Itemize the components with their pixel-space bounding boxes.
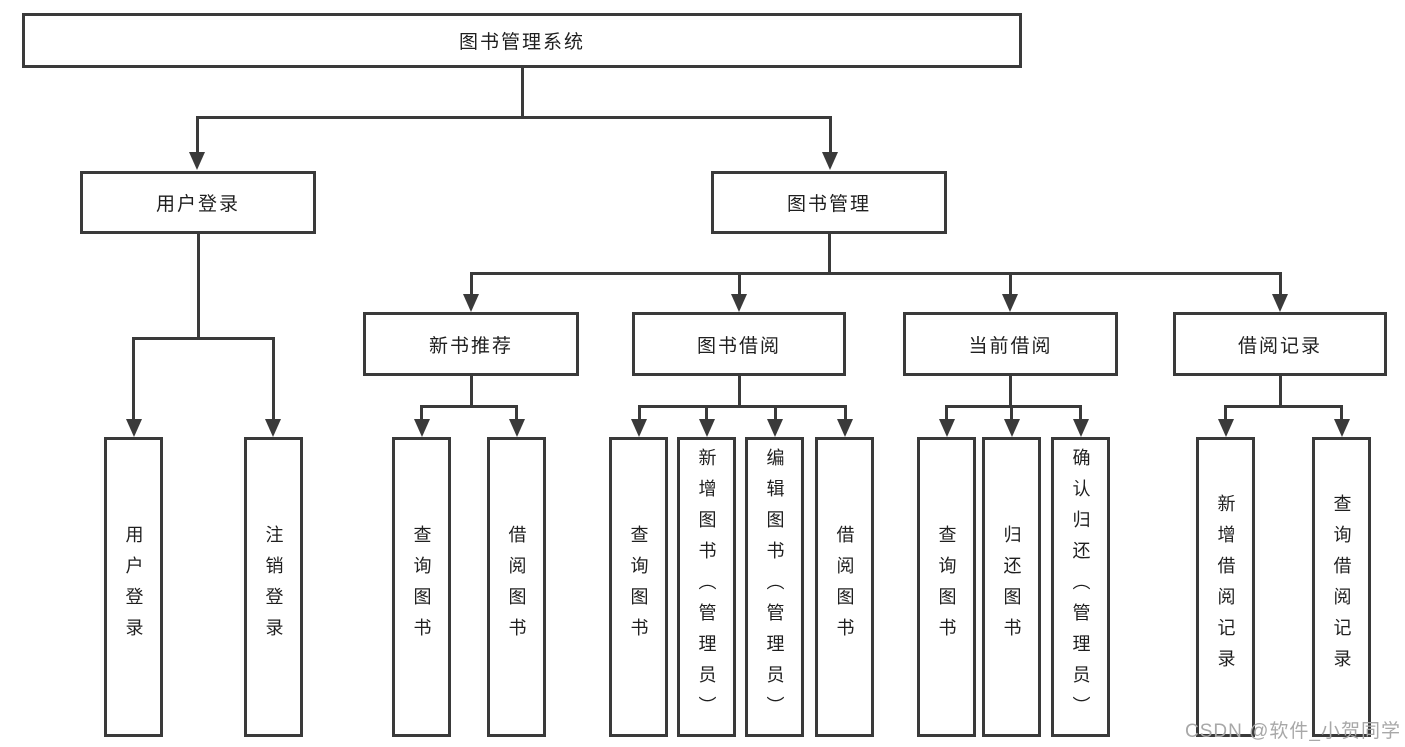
leaf-label: 查询图书	[411, 525, 432, 649]
connector-vline	[196, 234, 200, 338]
arrowhead-down-icon	[413, 419, 430, 437]
leaf-label: 查询图书	[628, 525, 649, 649]
connector-vline	[271, 337, 275, 419]
connector-vline	[1340, 405, 1343, 419]
arrowhead-down-icon	[631, 419, 647, 437]
connector-hline	[469, 272, 1282, 275]
leaf-label: 用户登录	[123, 525, 144, 649]
leaf-label: 归还图书	[1001, 525, 1022, 649]
connector-vline	[945, 405, 948, 419]
arrowhead-down-icon	[1333, 419, 1350, 437]
arrowhead-down-icon	[508, 419, 525, 437]
watermark: CSDN @软件_小贺同学	[1185, 721, 1401, 742]
arrowhead-down-icon	[463, 294, 479, 312]
arrowhead-down-icon	[189, 152, 205, 170]
connector-vline	[1008, 272, 1012, 294]
arrowhead-down-icon	[731, 294, 747, 312]
node-user-login: 用户登录	[80, 171, 316, 234]
leaf-add-borrow-record: 新增借阅记录	[1196, 437, 1255, 737]
leaf-return-books: 归还图书	[982, 437, 1041, 737]
leaf-label: 借阅图书	[834, 525, 855, 649]
leaf-logout-login: 注销登录	[244, 437, 303, 737]
connector-vline	[737, 272, 741, 294]
connector-vline	[1278, 376, 1282, 407]
node-book-management: 图书管理	[711, 171, 947, 234]
node-label: 图书管理系统	[458, 32, 585, 53]
leaf-label: 借阅图书	[506, 525, 527, 649]
arrowhead-down-icon	[1272, 294, 1288, 312]
connector-hline	[945, 405, 1082, 408]
connector-hline	[195, 115, 832, 119]
node-label: 用户登录	[155, 194, 240, 215]
leaf-label: 新增借阅记录	[1215, 494, 1236, 680]
arrowhead-down-icon	[1072, 419, 1089, 437]
arrowhead-down-icon	[125, 419, 142, 437]
arrowhead-down-icon	[1002, 294, 1018, 312]
leaf-query-borrow-record: 查询借阅记录	[1312, 437, 1371, 737]
node-new-book-recommend: 新书推荐	[363, 312, 579, 376]
leaf-label: 确认归还（管理员）	[1070, 447, 1091, 727]
node-label: 新书推荐	[428, 335, 513, 357]
connector-vline	[1224, 405, 1227, 419]
leaf-query-books-recommend: 查询图书	[392, 437, 451, 737]
arrowhead-down-icon	[767, 419, 783, 437]
arrowhead-down-icon	[822, 152, 838, 170]
connector-hline	[132, 337, 275, 340]
connector-vline	[195, 115, 199, 154]
node-borrow-records: 借阅记录	[1173, 312, 1387, 376]
connector-vline	[637, 405, 641, 419]
leaf-query-books-borrow: 查询图书	[609, 437, 668, 737]
node-label: 图书借阅	[696, 335, 781, 357]
arrowhead-down-icon	[698, 419, 715, 437]
leaf-borrow-books: 借阅图书	[815, 437, 874, 737]
leaf-user-login: 用户登录	[104, 437, 163, 737]
arrowhead-down-icon	[1217, 419, 1234, 437]
connector-vline	[132, 337, 135, 419]
connector-vline	[469, 272, 473, 294]
connector-vline	[1008, 376, 1012, 407]
connector-vline	[773, 405, 777, 419]
connector-vline	[1278, 272, 1282, 294]
arrowhead-down-icon	[1003, 419, 1020, 437]
connector-hline	[420, 405, 518, 408]
connector-vline	[520, 68, 524, 118]
node-book-borrow: 图书借阅	[632, 312, 846, 376]
leaf-add-books-admin: 新增图书（管理员）	[677, 437, 736, 737]
leaf-query-books-current: 查询图书	[917, 437, 976, 737]
leaf-confirm-return-admin: 确认归还（管理员）	[1051, 437, 1110, 737]
node-label: 图书管理	[786, 194, 871, 215]
leaf-label: 编辑图书（管理员）	[764, 447, 785, 727]
connector-vline	[737, 376, 741, 407]
arrowhead-down-icon	[837, 419, 853, 437]
leaf-label: 新增图书（管理员）	[696, 447, 717, 727]
node-library-system: 图书管理系统	[22, 13, 1022, 68]
connector-hline	[637, 405, 847, 408]
leaf-label: 注销登录	[263, 525, 284, 649]
connector-vline	[420, 405, 423, 419]
leaf-edit-books-admin: 编辑图书（管理员）	[745, 437, 804, 737]
node-current-borrow: 当前借阅	[903, 312, 1118, 376]
node-label: 当前借阅	[968, 335, 1053, 357]
connector-vline	[1079, 405, 1082, 419]
connector-vline	[515, 405, 518, 419]
arrowhead-down-icon	[265, 419, 281, 437]
connector-vline	[828, 115, 832, 154]
connector-hline	[1224, 405, 1343, 408]
leaf-label: 查询图书	[936, 525, 957, 649]
connector-vline	[1010, 405, 1013, 419]
connector-vline	[705, 405, 708, 419]
leaf-borrow-books-recommend: 借阅图书	[487, 437, 546, 737]
arrowhead-down-icon	[938, 419, 955, 437]
connector-vline	[827, 234, 831, 274]
connector-vline	[469, 376, 473, 407]
node-label: 借阅记录	[1237, 335, 1322, 357]
connector-vline	[843, 405, 847, 419]
leaf-label: 查询借阅记录	[1331, 494, 1352, 680]
